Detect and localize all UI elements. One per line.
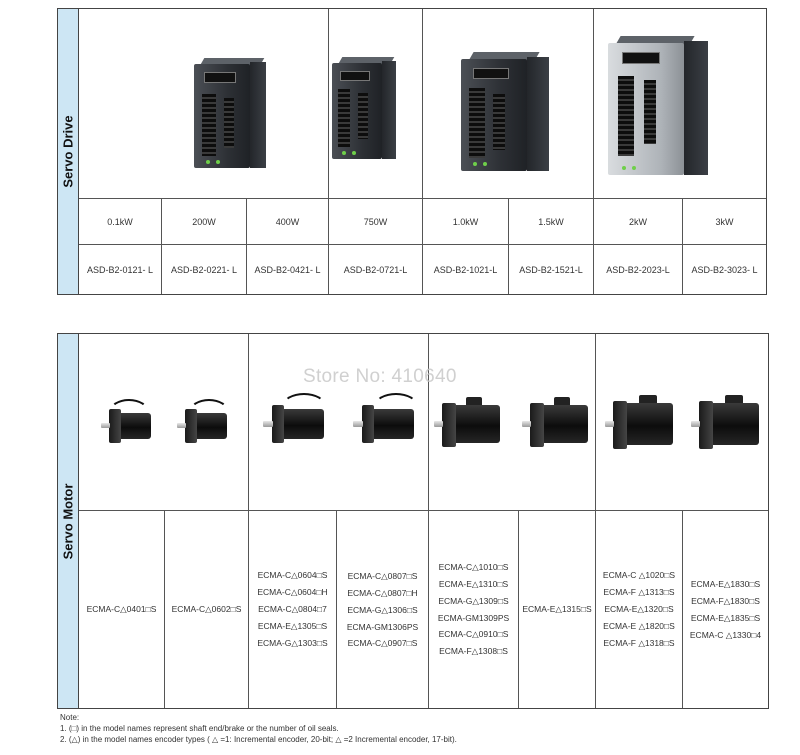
motor-model: ECMA-C △1020□S [602,570,676,580]
servo-drive-image [331,56,404,161]
servo-drive-label: Servo Drive [58,9,79,294]
motor-model: ECMA-C△0807□H [347,587,418,598]
motor-model: ECMA-C△1010□S [438,562,509,572]
servo-motor-image [175,397,229,447]
drive-power-cell: 1.5kW [509,199,594,245]
motor-image-cell [79,334,249,511]
drive-image-cell-small [79,9,329,199]
drive-power-cell: 0.1kW [79,199,162,245]
motor-model: ECMA-C △1330□4 [689,629,762,640]
motor-image-cell [429,334,596,511]
motor-model: ECMA-E△1305□S [257,621,328,631]
servo-motor-image [352,393,418,451]
servo-motor-image [434,391,502,453]
motor-model: ECMA-E△1315□S [522,604,592,614]
motor-image-cell [249,334,429,511]
motor-model: ECMA-F △1318□S [603,638,675,648]
servo-motor-image [99,397,153,447]
drive-power-cell: 2kW [594,199,683,245]
motor-model: ECMA-C△0401□S [86,604,157,614]
servo-drive-image [461,51,555,172]
motor-model: ECMA-E△1320□S [604,604,674,614]
motor-model: ECMA-F △1313□S [603,587,675,597]
drive-image-cell-1kw [423,9,594,199]
motor-model-cell: ECMA-C△0807□S ECMA-C△0807□H ECMA-G△1306□… [337,511,429,708]
motor-model: ECMA-C△0804□7 [258,604,327,614]
drive-model-cell: ASD-B2-0721-L [329,245,423,294]
motor-model: ECMA-E△1310□S [438,579,509,589]
motor-model-cell: ECMA-C△0604□S ECMA-C△0604□H ECMA-C△0804□… [249,511,337,708]
drive-model-cell: ASD-B2-0221- L [162,245,247,294]
motor-model: ECMA-C△0910□S [438,629,509,639]
drive-image-cell-750w [329,9,423,199]
notes-section: Note: 1. (□) in the model names represen… [60,712,457,745]
motor-model: ECMA-G△1306□S [347,604,418,615]
drive-model-cell: ASD-B2-1021-L [423,245,509,294]
motor-model: ECMA-C△0907□S [347,637,418,648]
motor-model-cell: ECMA-C △1020□S ECMA-F △1313□S ECMA-E△132… [596,511,683,708]
motor-model: ECMA-E △1820□S [603,621,675,631]
servo-motor-image [691,391,759,453]
notes-title: Note: [60,713,80,722]
store-watermark: Store No: 410640 [303,366,457,387]
motor-model: ECMA-C△0604□S [257,570,328,580]
motor-model: ECMA-E△1830□S [690,578,761,589]
motor-model: ECMA-F△1308□S [439,646,508,656]
motor-model-cell: ECMA-C△0602□S [165,511,249,708]
servo-drive-image [193,57,274,170]
servo-motor-image [605,391,673,453]
motor-model: ECMA-C△0807□S [347,570,418,581]
servo-motor-image [522,391,590,453]
servo-drive-table: Servo Drive [57,8,767,295]
motor-model-cell: ECMA-C△1010□S ECMA-E△1310□S ECMA-G△1309□… [429,511,519,708]
servo-drive-image [608,35,708,176]
motor-model: ECMA-G△1303□S [257,638,328,648]
drive-model-cell: ASD-B2-2023-L [594,245,683,294]
drive-model-cell: ASD-B2-0121- L [79,245,162,294]
motor-model-cell: ECMA-E△1830□S ECMA-F△1830□S ECMA-E△1835□… [683,511,768,708]
servo-motor-image [262,393,326,451]
drive-model-cell: ASD-B2-3023- L [691,264,758,275]
motor-model-cell: ECMA-E△1315□S [519,511,596,708]
drive-power-cell: 750W [329,199,423,245]
drive-power-cell: 400W [247,199,329,245]
drive-model-cell: ASD-B2-0421- L [247,245,329,294]
drive-model-cell: ASD-B2-1521-L [509,245,594,294]
motor-model: ECMA-G△1309□S [438,596,509,606]
drive-image-cell-2kw [594,9,766,199]
servo-motor-label: Servo Motor [58,334,79,708]
drive-power-cell: 1.0kW [423,199,509,245]
motor-model: ECMA-E△1835□S [690,612,761,623]
motor-model: ECMA-GM1309PS [437,613,510,623]
motor-model: ECMA-C△0602□S [171,604,242,614]
note-line-2: 2. (△) in the model names encoder types … [60,735,457,744]
motor-model-cell: ECMA-C△0401□S [79,511,165,708]
motor-model: ECMA-F△1830□S [691,595,760,606]
drive-power-cell: 3kW [683,199,766,245]
motor-model: ECMA-C△0604□H [257,587,328,597]
motor-model: ECMA-GM1306PS [346,621,419,632]
motor-image-cell [596,334,768,511]
drive-power-cell: 200W [162,199,247,245]
servo-motor-table: Servo Motor [57,333,769,709]
note-line-1: 1. (□) in the model names represent shaf… [60,724,339,733]
